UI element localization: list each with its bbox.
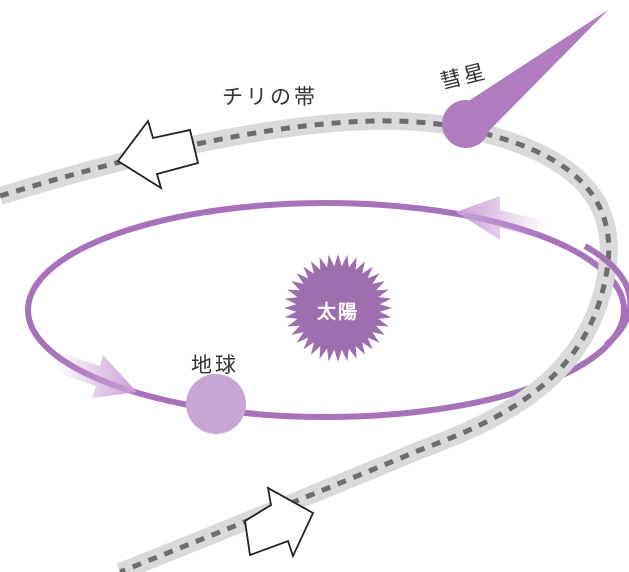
earth-orbit-front <box>583 243 629 348</box>
earth-label: 地球 <box>191 353 239 377</box>
dust-trail-band <box>0 111 618 572</box>
trail-direction-arrow-left <box>116 119 200 191</box>
orbit-direction-arrow-lower <box>54 352 137 398</box>
orbit-direction-arrow-upper <box>456 196 548 240</box>
trail-direction-arrow-right <box>244 486 315 559</box>
dust-trail-dashes <box>0 118 612 572</box>
dust-trail-label: チリの帯 <box>222 85 318 109</box>
comet-label: 彗星 <box>438 59 490 94</box>
sun-label: 太陽 <box>317 300 359 323</box>
comet-tail <box>447 10 608 140</box>
sun-icon <box>284 254 392 362</box>
earth-orbit <box>25 200 627 420</box>
earth-icon <box>186 374 246 434</box>
comet-icon <box>442 100 490 148</box>
